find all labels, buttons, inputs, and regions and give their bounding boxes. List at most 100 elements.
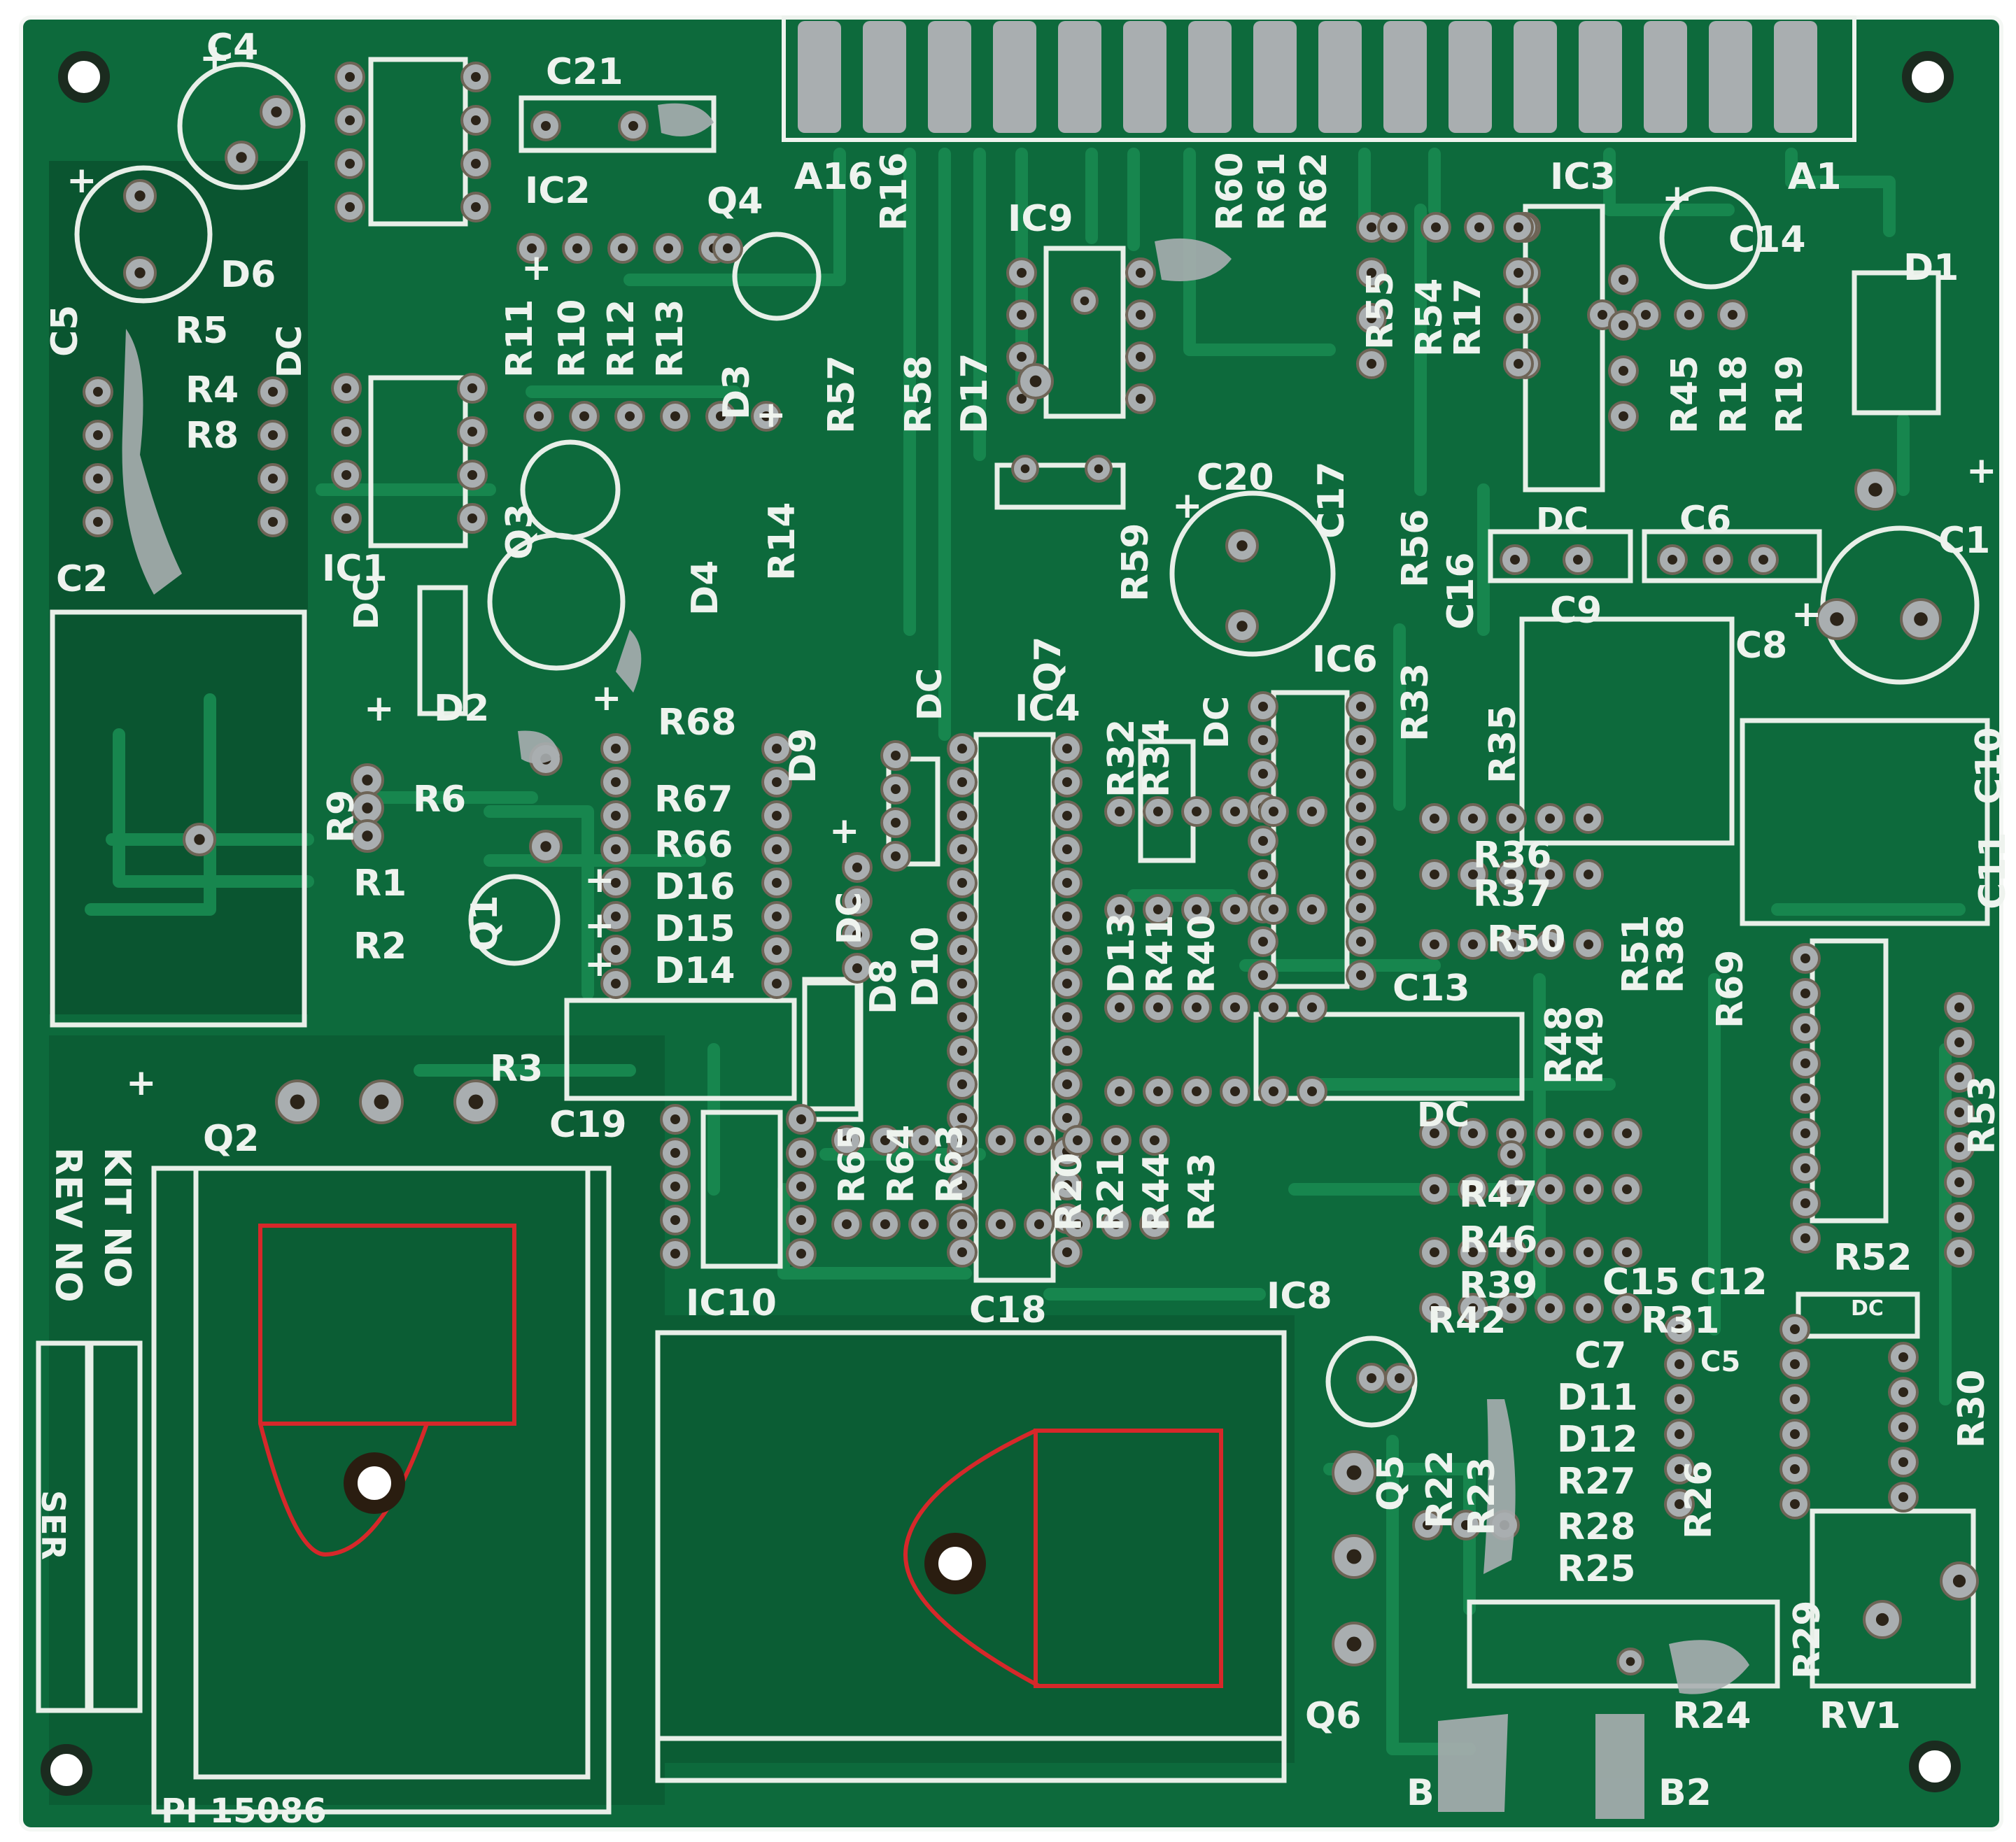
silk-label: R69 bbox=[1710, 950, 1751, 1028]
copper-trace bbox=[1785, 148, 1896, 237]
silk-label: D9 bbox=[782, 728, 824, 784]
silk-label: R1 bbox=[353, 863, 407, 905]
drill-hole bbox=[345, 72, 355, 82]
drill-hole bbox=[880, 1135, 890, 1145]
silk-label: R51 bbox=[1615, 915, 1657, 993]
drill-hole bbox=[1020, 464, 1030, 474]
drill-hole bbox=[1954, 1247, 1964, 1257]
drill-hole bbox=[1954, 1072, 1964, 1082]
drill-hole bbox=[1307, 905, 1317, 914]
drill-hole bbox=[1062, 945, 1072, 955]
connector-finger bbox=[1644, 21, 1687, 133]
drill-hole bbox=[919, 1219, 929, 1229]
copper-trace bbox=[1603, 148, 1735, 216]
drill-hole bbox=[1507, 940, 1516, 949]
drill-hole bbox=[1622, 1184, 1632, 1194]
drill-hole bbox=[1346, 1636, 1362, 1652]
drill-hole bbox=[1367, 1373, 1376, 1383]
drill-hole bbox=[618, 243, 628, 253]
drill-hole bbox=[1136, 394, 1146, 404]
drill-hole bbox=[362, 802, 373, 814]
rev-no-label: REV NO bbox=[47, 1147, 89, 1303]
drill-hole bbox=[1230, 1003, 1240, 1012]
silk-outlines bbox=[36, 57, 1990, 1815]
drill-hole bbox=[1269, 1086, 1278, 1096]
drill-hole bbox=[1111, 1219, 1121, 1229]
polarity-mark: + bbox=[66, 160, 97, 201]
silk-label: C6 bbox=[1679, 499, 1731, 541]
drill-hole bbox=[772, 945, 782, 955]
silk-label: R66 bbox=[654, 824, 733, 866]
drill-hole bbox=[796, 1182, 806, 1191]
drill-hole bbox=[1136, 268, 1146, 278]
polarity-mark: + bbox=[364, 688, 395, 730]
drill-hole bbox=[796, 1148, 806, 1158]
drill-hole bbox=[919, 1135, 929, 1145]
connector-finger bbox=[928, 21, 971, 133]
silk-label: C20 bbox=[1197, 457, 1274, 499]
silk-label: R52 bbox=[1833, 1237, 1912, 1279]
drill-hole bbox=[1346, 1549, 1362, 1564]
drill-hole bbox=[1800, 1198, 1810, 1208]
drill-hole bbox=[345, 159, 355, 169]
polarity-mark: + bbox=[1662, 177, 1693, 219]
drill-hole bbox=[1367, 222, 1376, 232]
drill-hole bbox=[957, 1180, 967, 1190]
polarity-mark: + bbox=[1791, 593, 1822, 635]
drill-hole bbox=[579, 411, 589, 421]
silk-label: R4 bbox=[185, 369, 239, 411]
silk-label: C8 bbox=[1735, 625, 1787, 667]
drill-hole bbox=[1514, 268, 1523, 278]
silk-label: R28 bbox=[1557, 1506, 1635, 1548]
drill-hole bbox=[957, 1113, 967, 1123]
drill-hole bbox=[134, 190, 146, 201]
polarity-mark: + bbox=[591, 677, 622, 719]
drill-hole bbox=[1307, 1003, 1317, 1012]
drill-hole bbox=[1790, 1394, 1800, 1404]
drill-hole bbox=[1898, 1422, 1908, 1432]
drill-hole bbox=[1034, 1135, 1044, 1145]
drill-hole bbox=[1641, 310, 1651, 320]
drill-hole bbox=[1115, 807, 1125, 816]
drill-hole bbox=[1258, 702, 1268, 711]
drill-hole bbox=[93, 387, 103, 397]
drill-hole bbox=[957, 744, 967, 753]
drill-hole bbox=[1954, 1037, 1964, 1047]
silk-label: Q2 bbox=[203, 1118, 259, 1160]
drill-hole bbox=[1675, 1429, 1684, 1439]
drill-hole bbox=[1461, 1520, 1471, 1530]
drill-hole bbox=[1367, 268, 1376, 278]
silk-label: R9 bbox=[320, 790, 362, 843]
drill-hole bbox=[1430, 1184, 1439, 1194]
drill-hole bbox=[1954, 1142, 1964, 1152]
silk-label: IC6 bbox=[1312, 639, 1378, 681]
silk-label: R24 bbox=[1672, 1695, 1751, 1737]
drill-hole bbox=[1584, 940, 1593, 949]
mounting-holes bbox=[41, 51, 1961, 1796]
silk-label: D6 bbox=[220, 254, 276, 296]
polarity-mark: + bbox=[756, 394, 787, 436]
drill-hole bbox=[670, 1182, 680, 1191]
drill-hole bbox=[1468, 1303, 1478, 1313]
polarity-mark: + bbox=[1966, 450, 1997, 492]
drill-hole bbox=[670, 1249, 680, 1259]
silk-label: C10 bbox=[1968, 727, 2010, 805]
drill-hole bbox=[1584, 814, 1593, 823]
silk-label: D17 bbox=[954, 353, 996, 434]
drill-hole bbox=[1017, 394, 1027, 404]
drill-hole bbox=[1192, 1003, 1201, 1012]
q2-outline bbox=[258, 1224, 516, 1557]
drill-hole bbox=[1474, 222, 1484, 232]
silk-label: R14 bbox=[761, 502, 803, 581]
drill-hole bbox=[611, 811, 621, 821]
drill-hole bbox=[1062, 878, 1072, 888]
silk-label: C4 bbox=[206, 27, 258, 69]
drill-hole bbox=[611, 912, 621, 921]
dc-marking: DC bbox=[910, 668, 950, 721]
silk-label: IC4 bbox=[1015, 688, 1080, 730]
drill-hole bbox=[670, 1148, 680, 1158]
drill-hole bbox=[1356, 836, 1366, 846]
drill-hole bbox=[1430, 1303, 1439, 1313]
drill-hole bbox=[957, 878, 967, 888]
